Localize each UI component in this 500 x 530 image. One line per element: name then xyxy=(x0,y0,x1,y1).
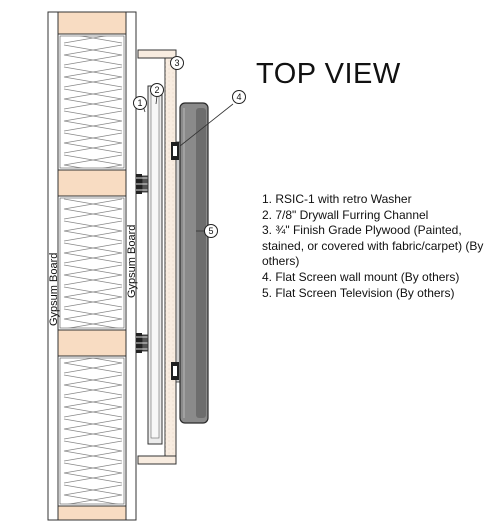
insulation-bay-3 xyxy=(59,357,125,505)
stud-bottom xyxy=(57,505,127,521)
legend-item-5: 5. Flat Screen Television (By others) xyxy=(262,285,455,300)
furring-channel xyxy=(147,85,163,445)
wall-assembly xyxy=(47,11,137,521)
page-title: TOP VIEW xyxy=(256,58,401,90)
gypsum-board-left xyxy=(47,11,59,521)
stud-top xyxy=(57,11,127,35)
callout-2: 2 xyxy=(150,83,164,97)
rsic-clip-upper xyxy=(136,174,149,194)
gypsum-board-right xyxy=(125,11,137,521)
stud-middle-upper xyxy=(57,169,127,197)
callout-3: 3 xyxy=(170,56,184,70)
gypsum-board-label-right: Gypsum Board xyxy=(126,224,138,298)
insulation-bay-2 xyxy=(59,197,125,329)
flat-screen-tv xyxy=(179,102,209,424)
legend: 1. RSIC-1 with retro Washer 2. 7/8" Dryw… xyxy=(262,192,494,301)
gypsum-board-label-left: Gypsum Board xyxy=(48,252,60,326)
callout-5: 5 xyxy=(204,224,218,238)
callout-1: 1 xyxy=(133,96,147,110)
insulation-bay-1 xyxy=(59,35,125,169)
legend-item-4: 4. Flat Screen wall mount (By others) xyxy=(262,269,460,284)
stud-middle-lower xyxy=(57,329,127,357)
legend-item-3: 3. ¾" Finish Grade Plywood (Painted, sta… xyxy=(262,223,484,269)
rsic-clip-lower xyxy=(136,333,149,353)
legend-item-1: 1. RSIC-1 with retro Washer xyxy=(262,192,412,206)
callout-4: 4 xyxy=(232,90,246,104)
legend-item-2: 2. 7/8" Drywall Furring Channel xyxy=(262,207,429,222)
